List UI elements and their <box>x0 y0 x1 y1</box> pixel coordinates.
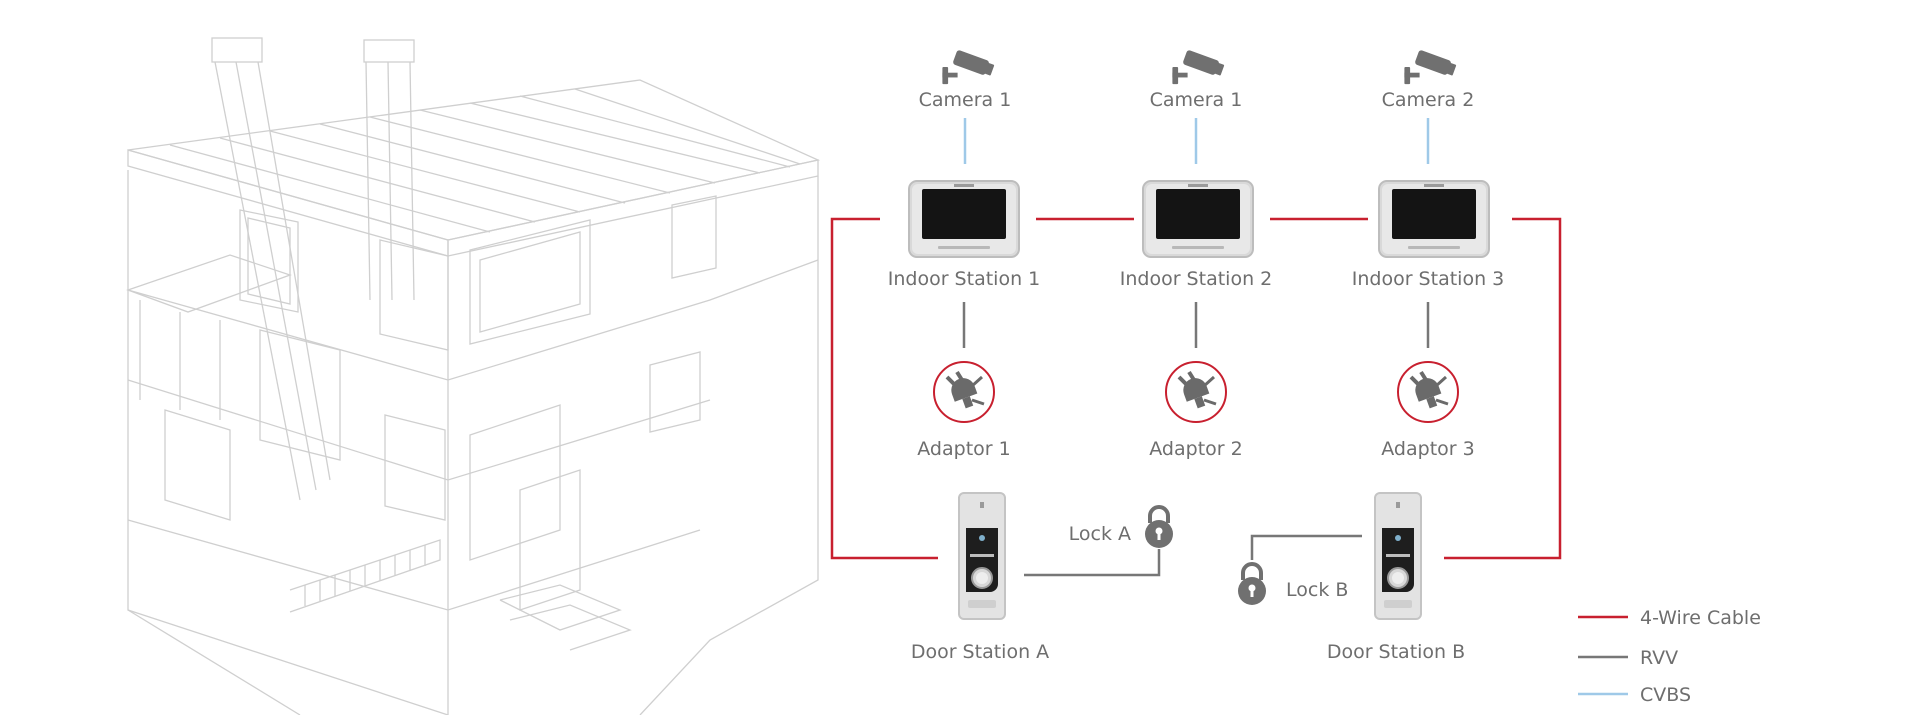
indoor-station-label: Indoor Station 3 <box>1352 268 1504 290</box>
power-adaptor-icon <box>932 360 996 424</box>
camera-icon <box>942 49 996 85</box>
lock-b: Lock B <box>1236 562 1348 606</box>
camera-icon <box>1172 49 1226 85</box>
indoor-station-1: Indoor Station 1 <box>888 180 1040 290</box>
door-station-a: Door Station A <box>911 492 1049 663</box>
rvv-line-lock-a <box>1024 549 1161 577</box>
legend: 4-Wire Cable RVV CVBS <box>1578 607 1761 706</box>
power-adaptor-icon <box>1396 360 1460 424</box>
adaptor-3: Adaptor 3 <box>1381 360 1475 460</box>
indoor-station-3: Indoor Station 3 <box>1352 180 1504 290</box>
door-station-icon <box>958 492 1006 620</box>
four-wire-line-right-loop <box>1444 217 1562 560</box>
legend-label-cvbs: CVBS <box>1640 684 1691 706</box>
indoor-station-label: Indoor Station 2 <box>1120 268 1272 290</box>
adaptor-1: Adaptor 1 <box>917 360 1011 460</box>
legend-label-4-wire-cable: 4-Wire Cable <box>1640 607 1761 629</box>
camera-3: Camera 2 <box>1382 49 1475 111</box>
camera-1: Camera 1 <box>919 49 1012 111</box>
connection-lines <box>830 118 1562 577</box>
four-wire-line-left-loop <box>830 217 938 560</box>
indoor-monitor-icon <box>1378 180 1490 258</box>
lock-label: Lock B <box>1286 579 1348 601</box>
door-station-icon <box>1374 492 1422 620</box>
door-station-label: Door Station B <box>1327 641 1465 663</box>
camera-icon <box>1404 49 1458 85</box>
adaptor-label: Adaptor 2 <box>1149 438 1242 460</box>
camera-label: Camera 1 <box>919 89 1012 111</box>
rvv-line-lock-b <box>1250 534 1362 560</box>
indoor-station-label: Indoor Station 1 <box>888 268 1040 290</box>
lock-label: Lock A <box>1069 523 1131 545</box>
legend-label-rvv: RVV <box>1640 647 1678 669</box>
door-station-b: Door Station B <box>1327 492 1465 663</box>
camera-label: Camera 1 <box>1150 89 1243 111</box>
house-sketch-illustration <box>126 37 821 715</box>
indoor-station-2: Indoor Station 2 <box>1120 180 1272 290</box>
power-adaptor-icon <box>1164 360 1228 424</box>
adaptor-label: Adaptor 3 <box>1381 438 1474 460</box>
camera-label: Camera 2 <box>1382 89 1475 111</box>
indoor-monitor-icon <box>908 180 1020 258</box>
camera-2: Camera 1 <box>1150 49 1243 111</box>
lock-a: Lock A <box>1069 505 1175 549</box>
indoor-monitor-icon <box>1142 180 1254 258</box>
door-station-label: Door Station A <box>911 641 1049 663</box>
adaptor-2: Adaptor 2 <box>1149 360 1243 460</box>
adaptor-label: Adaptor 1 <box>917 438 1010 460</box>
lock-icon <box>1143 505 1175 549</box>
lock-icon <box>1236 562 1268 606</box>
